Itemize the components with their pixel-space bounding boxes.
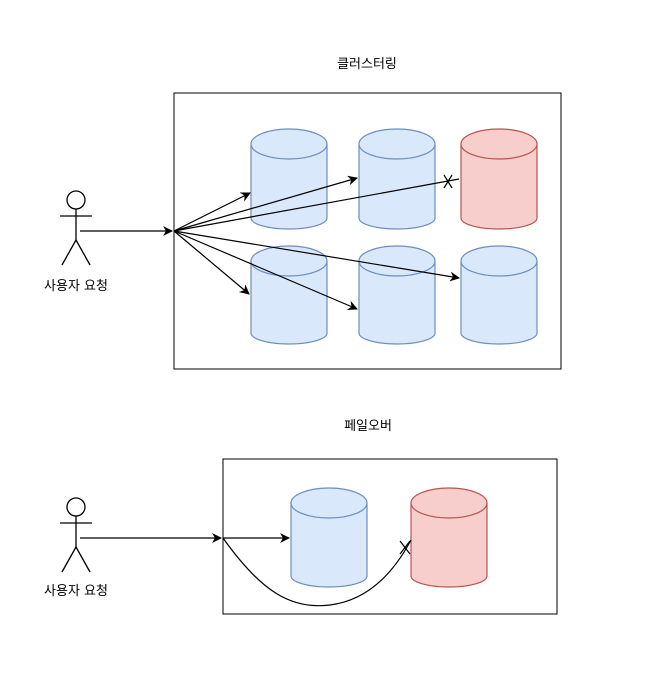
user-actor-icon <box>60 497 92 573</box>
route-arrow <box>173 192 251 232</box>
failover-title: 페일오버 <box>344 419 392 434</box>
db-node-blue <box>290 487 368 588</box>
blocked-x-icon <box>399 540 411 555</box>
blocked-x-icon <box>443 174 453 189</box>
db-node-blue <box>250 128 328 230</box>
distribution-arrows <box>173 175 460 311</box>
route-arrow <box>173 230 250 295</box>
route-arrow-blocked <box>173 178 460 232</box>
db-node-blue <box>250 245 328 345</box>
clustering-actor-label: 사용자 요청 <box>44 279 108 294</box>
user-actor-icon <box>60 190 92 266</box>
route-arrow <box>173 230 358 311</box>
db-node-failed-red <box>410 487 488 588</box>
db-node-blue <box>460 245 538 345</box>
failover-curve <box>222 537 412 607</box>
route-arrow <box>173 230 460 282</box>
clustering-title: 클러스터링 <box>337 57 397 72</box>
db-node-blue <box>358 128 436 230</box>
route-arrow <box>173 175 358 232</box>
failover-actor-label: 사용자 요청 <box>44 584 108 599</box>
failover-container <box>222 458 558 615</box>
db-node-blue <box>358 245 436 345</box>
db-node-failed-red <box>460 128 538 230</box>
